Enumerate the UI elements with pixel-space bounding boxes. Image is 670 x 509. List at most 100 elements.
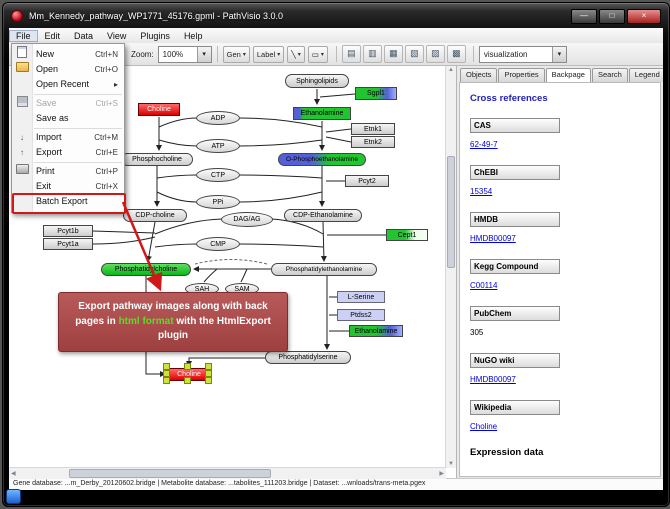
menu-view[interactable]: View bbox=[107, 30, 127, 41]
selection-handle[interactable] bbox=[163, 370, 170, 377]
menu-file[interactable]: File bbox=[9, 29, 38, 42]
pathway-node-cdp-ethanolamine[interactable]: CDP-Ethanolamine bbox=[284, 209, 362, 222]
vertical-scrollbar[interactable]: ▲ ▼ bbox=[445, 66, 456, 468]
pathway-node-dag[interactable]: DAG/AG bbox=[221, 212, 273, 227]
close-button[interactable]: × bbox=[627, 8, 661, 24]
file-menu-save-as[interactable]: Save as bbox=[12, 111, 124, 126]
file-menu-import[interactable]: ↓ Import Ctrl+M bbox=[12, 130, 124, 145]
minimize-button[interactable]: — bbox=[571, 8, 597, 24]
file-menu-open-shortcut: Ctrl+O bbox=[94, 65, 118, 74]
label-tool-button[interactable]: Label ▾ bbox=[252, 45, 285, 63]
scroll-down-icon[interactable]: ▼ bbox=[448, 461, 454, 467]
pathway-node-etnk1[interactable]: Etnk1 bbox=[351, 123, 395, 135]
datanode-tool-label: Gen bbox=[226, 49, 241, 59]
selection-handle[interactable] bbox=[163, 377, 170, 384]
file-menu-print-shortcut: Ctrl+P bbox=[95, 167, 118, 176]
file-menu-new[interactable]: New Ctrl+N bbox=[12, 46, 124, 62]
distribute-vertical-icon[interactable]: ▨ bbox=[425, 45, 445, 63]
pathway-node-adp[interactable]: ADP bbox=[196, 111, 240, 125]
pathway-node-cmp[interactable]: CMP bbox=[196, 237, 240, 251]
tab-backpage[interactable]: Backpage bbox=[545, 68, 591, 82]
pathway-node-choline-top[interactable]: Choline bbox=[138, 103, 180, 116]
pathway-node-ethanolamine-2[interactable]: Ethanolamine bbox=[349, 325, 403, 337]
xref-link-nugo[interactable]: HMDB00097 bbox=[470, 375, 516, 384]
group-objects-icon[interactable]: ▩ bbox=[446, 45, 466, 63]
scroll-up-icon[interactable]: ▲ bbox=[448, 67, 454, 73]
selection-handle[interactable] bbox=[184, 363, 191, 370]
maximize-button[interactable]: □ bbox=[599, 8, 625, 24]
pathway-node-etnk2[interactable]: Etnk2 bbox=[351, 136, 395, 148]
chevron-down-icon[interactable]: ▾ bbox=[551, 46, 566, 62]
align-top-icon[interactable]: ▤ bbox=[341, 45, 361, 63]
pathway-node-pcyt2[interactable]: Pcyt2 bbox=[345, 175, 389, 187]
vertical-scroll-thumb[interactable] bbox=[447, 156, 455, 268]
file-menu-exit[interactable]: Exit Ctrl+X bbox=[12, 179, 124, 194]
callout-text: Export pathway images along with back pa… bbox=[75, 301, 268, 327]
chevron-down-icon[interactable]: ▾ bbox=[196, 46, 211, 62]
pathway-node-phosphatidylethanolamine[interactable]: Phosphatidylethanolamine bbox=[271, 263, 377, 276]
tab-properties[interactable]: Properties bbox=[498, 68, 545, 82]
toolbar-separator bbox=[335, 46, 337, 62]
pathway-node-phosphocholine[interactable]: Phosphocholine bbox=[121, 153, 193, 166]
datanode-tool-button[interactable]: Gen ▾ bbox=[222, 45, 250, 63]
xref-link-chebi[interactable]: 15354 bbox=[470, 187, 493, 196]
menu-help[interactable]: Help bbox=[183, 30, 203, 41]
file-menu-new-label: New bbox=[36, 49, 55, 59]
tab-legend[interactable]: Legend bbox=[628, 68, 663, 82]
menu-plugins[interactable]: Plugins bbox=[140, 30, 170, 41]
selection-handle[interactable] bbox=[205, 370, 212, 377]
pathway-node-ptdss2[interactable]: Ptdss2 bbox=[337, 309, 385, 321]
file-menu-open[interactable]: Open Ctrl+O bbox=[12, 62, 124, 77]
file-menu-save-shortcut: Ctrl+S bbox=[95, 99, 118, 108]
selection-handle[interactable] bbox=[184, 377, 191, 384]
menu-edit[interactable]: Edit bbox=[44, 30, 61, 41]
pathway-node-l-serine[interactable]: L-Serine bbox=[337, 291, 385, 303]
xref-link-cas[interactable]: 62-49-7 bbox=[470, 140, 498, 149]
expression-data-heading: Expression data bbox=[470, 447, 544, 458]
align-bottom-icon[interactable]: ▦ bbox=[383, 45, 403, 63]
file-menu-export[interactable]: ↑ Export Ctrl+E bbox=[12, 145, 124, 160]
pathway-node-ppi[interactable]: PPi bbox=[196, 195, 240, 209]
chevron-down-icon: ▾ bbox=[242, 51, 246, 58]
xref-link-wikipedia[interactable]: Choline bbox=[470, 422, 498, 431]
pathway-node-o-phosphoethanolamine[interactable]: O-Phosphoethanolamine bbox=[278, 153, 366, 166]
shape-tool-button[interactable]: ▭ ▾ bbox=[307, 45, 328, 63]
horizontal-scrollbar[interactable]: ◀ ▶ bbox=[9, 467, 446, 479]
pathway-node-pcyt1a[interactable]: Pcyt1a bbox=[43, 238, 93, 250]
file-menu-import-shortcut: Ctrl+M bbox=[94, 133, 118, 142]
pathway-node-phosphatidylcholine[interactable]: Phosphatidylcholine bbox=[101, 263, 191, 276]
horizontal-scroll-thumb[interactable] bbox=[69, 469, 271, 478]
visualization-combobox[interactable]: visualization ▾ bbox=[478, 45, 567, 63]
pathway-node-cept1[interactable]: Cept1 bbox=[386, 229, 428, 241]
pathway-node-atp[interactable]: ATP bbox=[196, 139, 240, 153]
file-menu-batch-export[interactable]: Batch Export bbox=[12, 194, 124, 209]
align-middle-icon[interactable]: ▥ bbox=[362, 45, 382, 63]
file-menu-save-label: Save bbox=[36, 98, 57, 108]
zoom-combobox[interactable]: 100% ▾ bbox=[157, 45, 212, 63]
file-menu-import-label: Import bbox=[36, 132, 62, 142]
line-tool-button[interactable]: ╲ ▾ bbox=[287, 45, 305, 63]
xref-link-hmdb[interactable]: HMDB00097 bbox=[470, 234, 516, 243]
pathway-node-cdp-choline[interactable]: CDP-choline bbox=[123, 209, 187, 222]
pathway-node-ethanolamine[interactable]: Ethanolamine bbox=[293, 107, 351, 120]
selection-handle[interactable] bbox=[163, 363, 170, 370]
pathway-node-pcyt1b[interactable]: Pcyt1b bbox=[43, 225, 93, 237]
file-menu-print[interactable]: Print Ctrl+P bbox=[12, 164, 124, 179]
menu-data[interactable]: Data bbox=[74, 30, 94, 41]
tab-objects[interactable]: Objects bbox=[460, 68, 498, 82]
selection-handle[interactable] bbox=[205, 363, 212, 370]
scroll-right-icon[interactable]: ▶ bbox=[439, 471, 444, 477]
selection-handle[interactable] bbox=[205, 377, 212, 384]
file-menu-open-recent[interactable]: Open Recent ▸ bbox=[12, 77, 124, 92]
distribute-horizontal-icon[interactable]: ▧ bbox=[404, 45, 424, 63]
export-icon: ↑ bbox=[20, 148, 24, 157]
file-menu-save[interactable]: Save Ctrl+S bbox=[12, 95, 124, 111]
pathway-node-sphingolipids[interactable]: Sphingolipids bbox=[285, 74, 349, 88]
pathway-node-ctp[interactable]: CTP bbox=[196, 168, 240, 182]
pathway-node-sgpl1[interactable]: Sgpl1 bbox=[355, 87, 397, 100]
pathway-node-phosphatidylserine[interactable]: Phosphatidylserine bbox=[265, 351, 351, 364]
tab-search[interactable]: Search bbox=[591, 68, 628, 82]
taskbar-app-icon[interactable] bbox=[6, 489, 21, 504]
scroll-left-icon[interactable]: ◀ bbox=[11, 471, 16, 477]
xref-link-kegg[interactable]: C00114 bbox=[470, 281, 498, 290]
